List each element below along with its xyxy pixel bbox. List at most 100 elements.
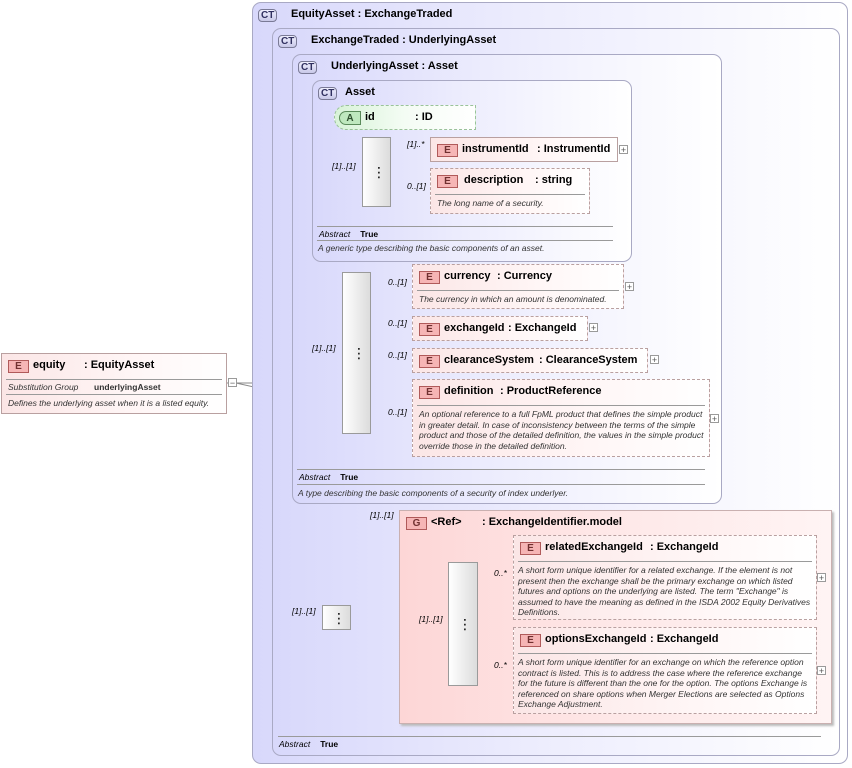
collapse-toggle[interactable]: − <box>228 378 237 388</box>
element-badge: E <box>437 144 458 157</box>
group-ref: <Ref> <box>431 516 462 528</box>
attribute-id-box[interactable]: A id : ID <box>334 105 476 130</box>
complex-type-icon: CT <box>298 61 318 74</box>
group-cardinality: [1]..[1] <box>370 510 394 520</box>
element-clearance-system[interactable]: E clearanceSystem : ClearanceSystem <box>412 348 648 373</box>
exchange-id-type: : ExchangeId <box>508 322 577 334</box>
equity-asset-title: EquityAsset : ExchangeTraded <box>291 8 453 20</box>
divider <box>417 290 619 291</box>
currency-name: currency <box>444 270 491 282</box>
group-name: : ExchangeIdentifier.model <box>482 516 622 528</box>
exchange-id-cardinality: 0..[1] <box>388 318 407 328</box>
substitution-group-value: underlyingAsset <box>94 382 161 392</box>
group-sequence-cardinality: [1]..[1] <box>419 614 443 624</box>
underlying-asset-doc: A type describing the basic components o… <box>298 488 569 498</box>
description-name: description <box>464 174 524 186</box>
underlying-asset-sequence-cardinality: [1]..[1] <box>312 343 336 353</box>
complex-type-icon: CT <box>318 87 338 100</box>
sequence-icon: ⋮ <box>458 616 472 632</box>
expand-clearance-system[interactable]: + <box>650 355 659 365</box>
divider <box>417 405 705 406</box>
options-exchange-id-type: : ExchangeId <box>650 633 719 645</box>
root-element-box[interactable]: E equity : EquityAsset Substitution Grou… <box>1 353 227 414</box>
related-exchange-id-type: : ExchangeId <box>650 541 719 553</box>
clearance-system-name: clearanceSystem <box>444 354 534 366</box>
element-badge: E <box>419 271 440 284</box>
options-exchange-id-doc: A short form unique identifier for an ex… <box>518 657 808 709</box>
element-badge: E <box>520 542 541 555</box>
instrument-id-type: : InstrumentId <box>537 143 611 155</box>
asset-sequence-cardinality: [1]..[1] <box>332 161 356 171</box>
divider <box>435 194 585 195</box>
element-badge: E <box>419 386 440 399</box>
element-options-exchange-id[interactable]: E optionsExchangeId : ExchangeId A short… <box>513 627 817 714</box>
description-doc: The long name of a security. <box>437 198 544 208</box>
complex-type-icon: CT <box>278 35 298 48</box>
expand-options-exchange-id[interactable]: + <box>817 666 826 676</box>
element-badge: E <box>8 360 29 373</box>
element-badge: E <box>437 175 458 188</box>
element-badge: E <box>419 323 440 336</box>
element-currency[interactable]: E currency : Currency The currency in wh… <box>412 264 624 309</box>
options-exchange-id-name: optionsExchangeId <box>545 633 647 645</box>
sequence-icon: ⋮ <box>332 610 346 626</box>
clearance-system-type: : ClearanceSystem <box>539 354 638 366</box>
element-exchange-id[interactable]: E exchangeId : ExchangeId <box>412 316 588 341</box>
description-type: : string <box>535 174 573 186</box>
definition-name: definition <box>444 385 494 397</box>
underlying-asset-title: UnderlyingAsset : Asset <box>331 60 458 72</box>
divider <box>297 484 705 485</box>
asset-doc: A generic type describing the basic comp… <box>318 243 545 253</box>
instrument-id-cardinality: [1]..* <box>407 139 425 149</box>
asset-sequence-compositor[interactable]: ⋮ <box>362 137 391 207</box>
exchange-id-name: exchangeId <box>444 322 505 334</box>
element-badge: E <box>520 634 541 647</box>
attribute-id-name: id <box>365 111 375 123</box>
exchange-traded-sequence-compositor[interactable]: ⋮ <box>322 605 351 630</box>
related-exchange-id-cardinality: 0..* <box>494 568 507 578</box>
definition-doc: An optional reference to a full FpML pro… <box>419 409 704 451</box>
root-element-type: : EquityAsset <box>84 359 155 371</box>
complex-type-icon: CT <box>258 9 278 22</box>
expand-exchange-id[interactable]: + <box>589 323 598 333</box>
sequence-icon: ⋮ <box>352 345 366 361</box>
group-sequence-compositor[interactable]: ⋮ <box>448 562 478 686</box>
element-definition[interactable]: E definition : ProductReference An optio… <box>412 379 710 457</box>
divider <box>297 469 705 470</box>
underlying-asset-sequence-compositor[interactable]: ⋮ <box>342 272 371 434</box>
divider <box>6 394 222 395</box>
definition-type: : ProductReference <box>500 385 602 397</box>
currency-type: : Currency <box>497 270 553 282</box>
expand-currency[interactable]: + <box>625 282 634 292</box>
substitution-group-key: Substitution Group <box>8 382 79 392</box>
sequence-icon: ⋮ <box>372 164 386 180</box>
element-badge: E <box>419 355 440 368</box>
divider <box>518 561 812 562</box>
element-description[interactable]: E description : string The long name of … <box>430 168 590 214</box>
currency-cardinality: 0..[1] <box>388 277 407 287</box>
currency-doc: The currency in which an amount is denom… <box>419 294 607 304</box>
related-exchange-id-doc: A short form unique identifier for a rel… <box>518 565 811 617</box>
element-instrument-id[interactable]: E instrumentId : InstrumentId <box>430 137 618 162</box>
expand-related-exchange-id[interactable]: + <box>817 573 826 583</box>
divider <box>317 226 613 227</box>
divider <box>278 736 821 737</box>
group-badge: G <box>406 517 427 530</box>
definition-cardinality: 0..[1] <box>388 407 407 417</box>
instrument-id-name: instrumentId <box>462 143 529 155</box>
description-cardinality: 0..[1] <box>407 181 426 191</box>
exchange-traded-title: ExchangeTraded : UnderlyingAsset <box>311 34 497 46</box>
element-related-exchange-id[interactable]: E relatedExchangeId : ExchangeId A short… <box>513 535 817 620</box>
divider <box>317 240 613 241</box>
divider <box>518 653 812 654</box>
exchange-traded-sequence-cardinality: [1]..[1] <box>292 606 316 616</box>
expand-definition[interactable]: + <box>710 414 719 424</box>
attribute-id-type: : ID <box>415 111 433 123</box>
attribute-badge: A <box>339 111 361 125</box>
expand-instrument-id[interactable]: + <box>619 145 628 155</box>
root-doc: Defines the underlying asset when it is … <box>8 398 210 408</box>
related-exchange-id-name: relatedExchangeId <box>545 541 643 553</box>
